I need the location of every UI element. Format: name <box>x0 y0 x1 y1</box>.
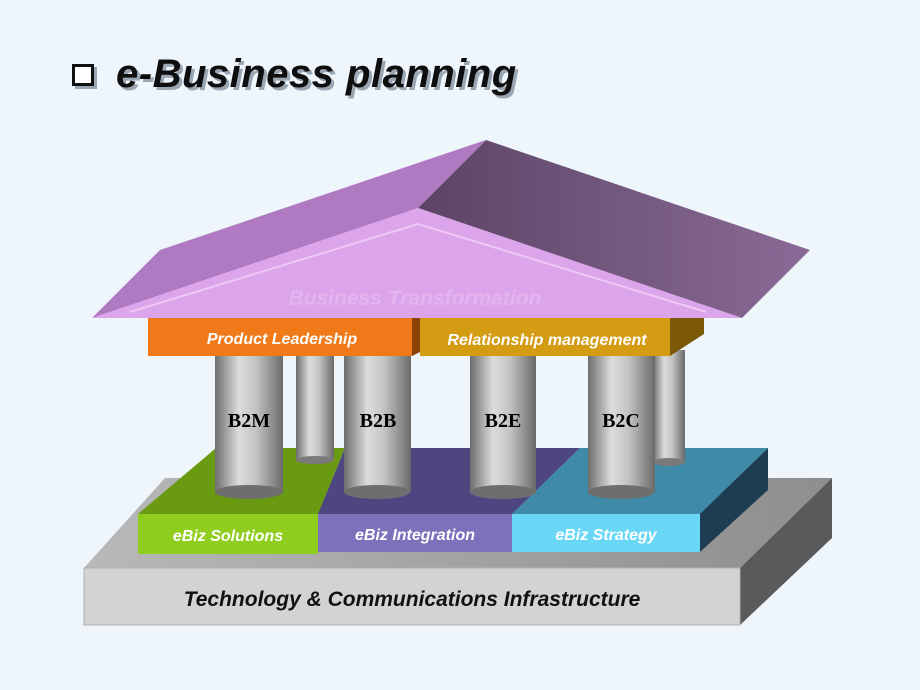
beam-relationship-management <box>420 318 670 356</box>
pillar-b2b-base <box>344 485 410 499</box>
beam-product-leadership-label: Product Leadership <box>207 331 357 348</box>
beam-right-side <box>670 318 704 356</box>
back-columns <box>296 350 685 466</box>
pillar-b2m-base <box>215 485 283 499</box>
pillar-b2c: B2C <box>588 350 655 499</box>
back-column-2 <box>653 350 685 462</box>
beams: Product Leadership Relationship manageme… <box>148 318 704 356</box>
beam-product-leadership <box>148 318 412 356</box>
beam-relationship-management-label: Relationship management <box>447 332 647 349</box>
pillar-b2e-label: B2E <box>485 410 522 432</box>
pillar-b2c-base <box>588 485 654 499</box>
pillar-b2e-shaft <box>470 350 536 492</box>
platform-integration-front <box>318 514 512 552</box>
foundation-front-face <box>83 567 741 626</box>
pillar-b2m-label: B2M <box>228 410 270 432</box>
pillar-b2b: B2B <box>344 350 411 499</box>
pillars: B2M B2B B2E B2C <box>215 350 655 499</box>
back-column-1 <box>296 350 334 460</box>
roof-left-slope <box>92 140 486 318</box>
pillar-b2b-shaft <box>344 350 411 492</box>
pillar-b2m: B2M <box>215 350 283 499</box>
platform-strategy-front <box>512 514 700 552</box>
platform-strategy-side <box>700 448 768 552</box>
slide-title-group: e-Business planning <box>72 52 517 97</box>
pillar-b2m-shaft <box>215 350 283 492</box>
platform-strategy-label: eBiz Strategy <box>555 527 657 544</box>
pillar-b2e: B2E <box>470 350 536 499</box>
beam-left-side <box>412 318 420 356</box>
roof-pediment <box>92 208 742 318</box>
roof-label: Business Transformation <box>289 287 542 310</box>
platform-integration-label: eBiz Integration <box>355 527 475 544</box>
pillar-b2b-label: B2B <box>360 410 397 432</box>
checkbox-bullet-icon <box>72 63 94 86</box>
platform-solutions-label: eBiz Solutions <box>173 528 283 545</box>
foundation-label: Technology & Communications Infrastructu… <box>184 588 641 611</box>
foundation-side-face <box>740 478 832 625</box>
back-column-1-base <box>296 456 334 464</box>
pillar-b2c-label: B2C <box>602 410 640 432</box>
roof-right-slope <box>418 140 810 318</box>
back-column-2-base <box>653 458 685 466</box>
roof-pediment-trim <box>129 222 707 313</box>
pillar-b2e-base <box>470 485 536 499</box>
slide-title: e-Business planning <box>116 52 517 96</box>
platform-solutions-front <box>138 514 318 554</box>
roof: Business Transformation <box>92 140 810 318</box>
pillar-b2c-shaft <box>588 350 655 492</box>
